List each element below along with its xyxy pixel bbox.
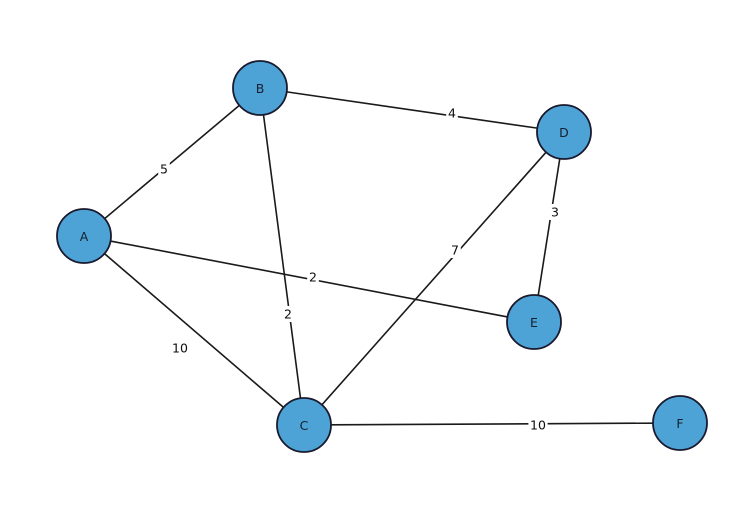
graph-node-f[interactable]: F — [652, 395, 708, 451]
graph-edge-a-c — [103, 252, 285, 409]
edge-label-backdrop — [549, 204, 561, 220]
edge-weight-label-c-f: 10 — [530, 418, 546, 433]
graph-edge-b-c — [262, 113, 302, 400]
edge-weight-label-d-e: 3 — [551, 205, 559, 220]
graph-node-e[interactable]: E — [506, 294, 562, 350]
node-circle-d[interactable] — [536, 104, 592, 160]
graph-node-d[interactable]: D — [536, 104, 592, 160]
edge-label-backdrop — [282, 306, 294, 322]
edge-weight-label-a-c: 10 — [172, 341, 188, 356]
edge-label-backdrop — [158, 161, 170, 177]
node-circle-a[interactable] — [56, 208, 112, 264]
graph-node-c[interactable]: C — [276, 397, 332, 453]
graph-edge-c-f — [330, 422, 654, 426]
edges-layer — [103, 91, 654, 426]
node-circle-f[interactable] — [652, 395, 708, 451]
nodes-layer: A B C D E F — [56, 60, 708, 453]
edge-weight-label-b-c: 2 — [284, 307, 292, 322]
graph-node-a[interactable]: A — [56, 208, 112, 264]
edge-label-backdrop — [449, 242, 461, 258]
edge-weight-label-c-d: 7 — [451, 243, 459, 258]
edge-weight-label-b-d: 4 — [448, 106, 456, 121]
edge-label-backdrop — [446, 105, 458, 121]
graph-edge-a-b — [103, 104, 241, 220]
edge-labels-layer: 5 2 10 4 2 7 10 3 — [158, 105, 561, 433]
graph-edge-b-d — [285, 91, 539, 129]
edge-label-backdrop — [528, 417, 548, 433]
graph-node-b[interactable]: B — [232, 60, 288, 116]
graph-edge-c-d — [321, 151, 547, 406]
edge-label-backdrop — [170, 340, 190, 356]
graph-edge-d-e — [537, 157, 561, 297]
edge-label-backdrop — [307, 269, 319, 285]
edge-weight-label-a-e: 2 — [309, 270, 317, 285]
edge-weight-label-a-b: 5 — [160, 162, 168, 177]
node-circle-b[interactable] — [232, 60, 288, 116]
node-circle-e[interactable] — [506, 294, 562, 350]
node-circle-c[interactable] — [276, 397, 332, 453]
